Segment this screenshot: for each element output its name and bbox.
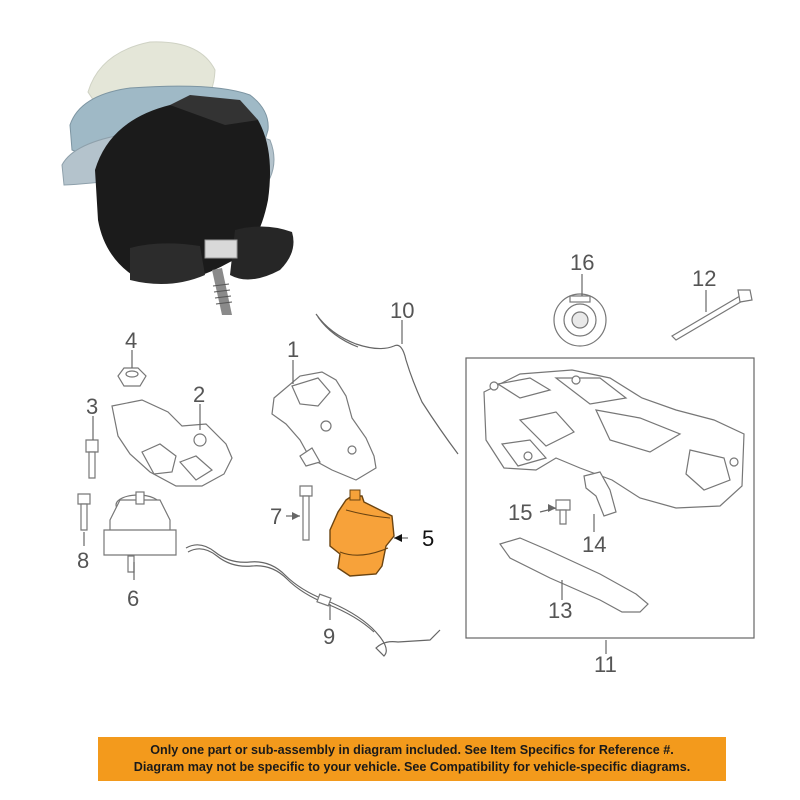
part-12-bolt — [671, 289, 753, 341]
callout-2: 2 — [193, 382, 205, 407]
callout-6: 6 — [127, 586, 139, 611]
callout-labels: 1 2 3 4 5 6 7 8 9 10 11 12 13 14 15 16 — [77, 250, 716, 677]
disclaimer-line-1: Only one part or sub-assembly in diagram… — [150, 743, 674, 757]
callout-7: 7 — [270, 504, 282, 529]
callout-9: 9 — [323, 624, 335, 649]
arrow-heads — [292, 504, 556, 542]
disclaimer-line-2: Diagram may not be specific to your vehi… — [133, 760, 691, 774]
part-5-engine-mount-highlighted — [329, 489, 395, 577]
disclaimer-banner: Only one part or sub-assembly in diagram… — [98, 737, 726, 781]
part-10-hose — [315, 313, 459, 455]
callout-15: 15 — [508, 500, 532, 525]
part-1-bracket — [271, 371, 377, 481]
callout-10: 10 — [390, 298, 414, 323]
part-14-bracket — [583, 471, 617, 517]
part-9-cable — [185, 544, 441, 657]
callout-5: 5 — [422, 526, 434, 551]
part-6-engine-mount — [103, 491, 177, 573]
callout-12: 12 — [692, 266, 716, 291]
part-7-bolt — [299, 485, 313, 541]
part-15-bolt — [555, 499, 571, 525]
part-4-nut — [117, 367, 147, 387]
part-16-bushing — [553, 293, 607, 347]
part-8-bolt — [77, 493, 91, 531]
callout-14: 14 — [582, 532, 606, 557]
subframe-group-box — [465, 357, 755, 639]
part-3-bolt — [85, 439, 99, 479]
callout-1: 1 — [287, 337, 299, 362]
subframe-drawing — [483, 369, 745, 509]
engine-mount-photo — [61, 41, 294, 315]
callout-8: 8 — [77, 548, 89, 573]
callout-13: 13 — [548, 598, 572, 623]
callout-4: 4 — [125, 328, 137, 353]
part-2-bracket — [111, 399, 233, 487]
callout-16: 16 — [570, 250, 594, 275]
part-13-brace — [499, 537, 649, 613]
callout-11: 11 — [594, 652, 617, 677]
callout-3: 3 — [86, 394, 98, 419]
